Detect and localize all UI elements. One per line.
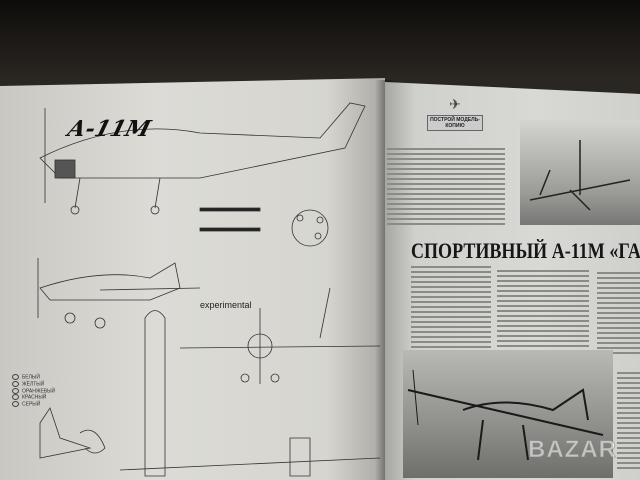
legend-item: БЕЛЫЙ (12, 374, 55, 381)
color-legend: БЕЛЫЙ ЖЁЛТЫЙ ОРАНЖЕВЫЙ КРАСНЫЙ СЕРЫЙ (12, 374, 55, 408)
badge-label: ПОСТРОЙ МОДЕЛЬ-КОПИЮ (427, 115, 483, 131)
right-page: ✈ ПОСТРОЙ МОДЕЛЬ-КОПИЮ СПОРТИВНЫЙ А-11М … (385, 82, 640, 480)
article-column-3 (597, 272, 640, 356)
build-model-badge: ✈ ПОСТРОЙ МОДЕЛЬ-КОПИЮ (427, 96, 483, 142)
legend-item: ОРАНЖЕВЫЙ (12, 388, 55, 395)
aircraft-title: А-11М (64, 116, 154, 142)
article-column-4 (617, 372, 640, 472)
legend-item: СЕРЫЙ (12, 401, 55, 408)
parts-caption-text (387, 148, 505, 228)
legend-item: ЖЁЛТЫЙ (12, 381, 55, 388)
aircraft-photo-top (520, 120, 640, 225)
biplane-icon: ✈ (449, 96, 461, 112)
experimental-stamp: experimental (200, 300, 252, 310)
aircraft-drawings (37, 102, 381, 477)
article-headline: СПОРТИВНЫЙ А-11М «ГА (411, 238, 640, 263)
watermark: BAZAR (528, 436, 617, 464)
aircraft-photo-bottom (403, 350, 613, 478)
article-column-2 (497, 270, 589, 354)
legend-item: КРАСНЫЙ (12, 394, 55, 401)
left-page: А-11М experimental БЕЛЫЙ ЖЁЛТЫЙ ОРАНЖЕВЫ… (0, 78, 385, 480)
article-column-1 (411, 266, 491, 350)
